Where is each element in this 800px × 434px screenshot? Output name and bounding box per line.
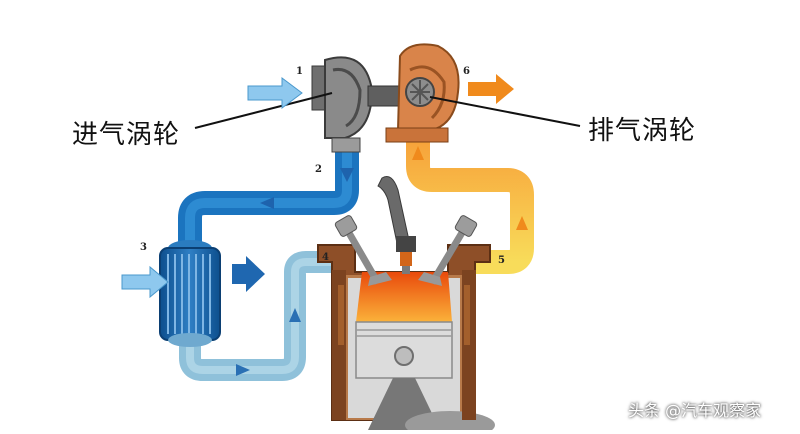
outlet-air-arrow — [468, 74, 514, 104]
flow-arrow — [260, 168, 354, 209]
inlet-air-arrow — [247, 77, 303, 109]
callout-number-6: 6 — [463, 66, 470, 77]
intake-turbine-label: 进气涡轮 — [72, 120, 181, 150]
callout-number-4: 4 — [322, 252, 329, 263]
turbo-shaft — [367, 85, 403, 107]
callout-number-5: 5 — [498, 255, 505, 266]
compressor-housing — [311, 56, 374, 153]
exhaust-turbine-label: 排气涡轮 — [588, 116, 697, 146]
exhaust-turbine-leader — [429, 96, 581, 127]
turbocharger — [311, 43, 460, 153]
callout-number-1: 1 — [296, 66, 303, 77]
engine-cylinder — [317, 244, 495, 434]
flow-arrow — [236, 308, 301, 376]
watermark: 头条 @汽车观察家 — [628, 401, 762, 420]
callout-number-2: 2 — [315, 164, 322, 175]
flow-arrow — [412, 146, 528, 230]
turbine-housing — [385, 43, 460, 143]
intercooler-air-arrow — [121, 265, 169, 299]
intercooler-outlet-arrow — [232, 256, 265, 292]
combustion-chamber — [356, 272, 452, 322]
cooled-air-pipe — [179, 251, 356, 381]
piston — [355, 321, 453, 430]
intake-valve — [334, 215, 392, 286]
intercooler — [159, 240, 221, 347]
charge-air-pipe — [178, 138, 359, 257]
exhaust-pipe — [406, 128, 534, 274]
callout-number-3: 3 — [140, 242, 147, 253]
exhaust-valve — [418, 215, 478, 286]
spark-plug — [377, 176, 416, 274]
intake-turbine-leader — [194, 92, 333, 129]
